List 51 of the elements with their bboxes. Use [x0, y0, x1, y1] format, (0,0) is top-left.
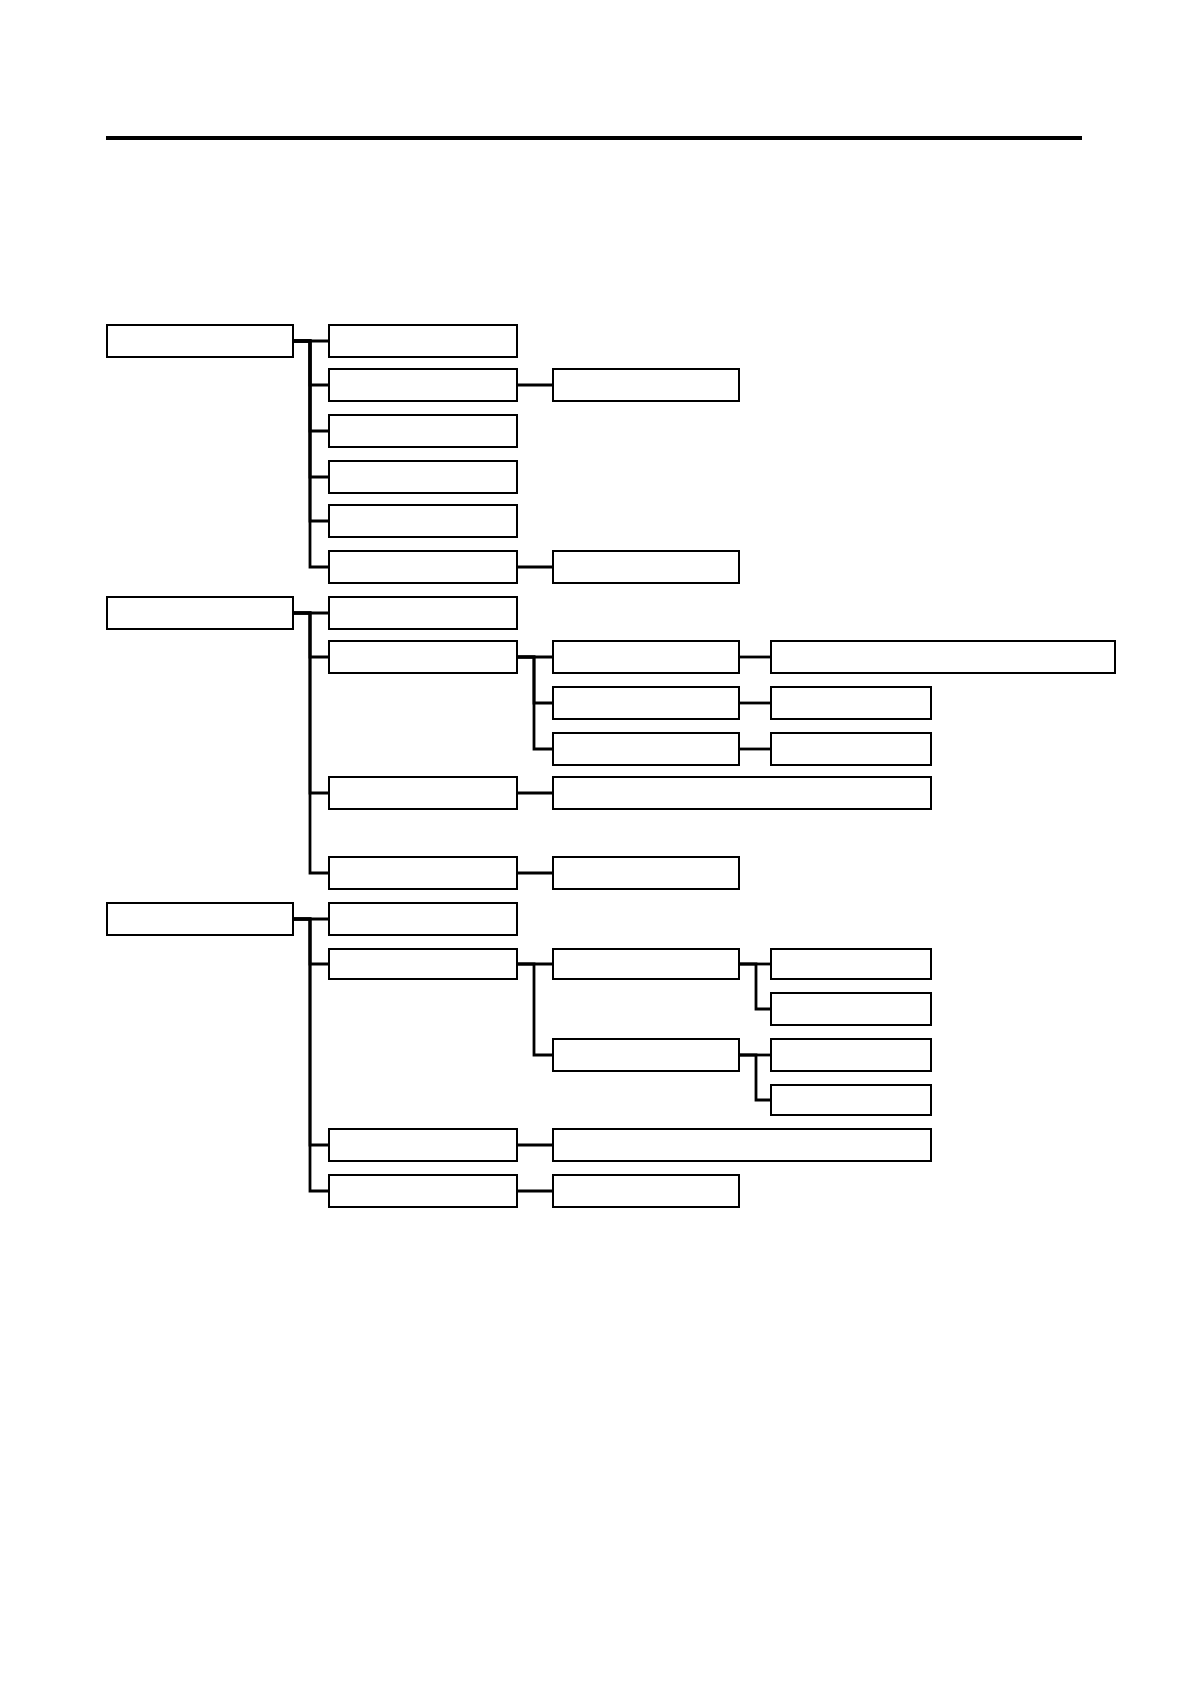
empty-box — [328, 1174, 518, 1208]
empty-box — [106, 902, 294, 936]
empty-box — [328, 948, 518, 980]
connector-line — [518, 655, 552, 751]
connector-line — [518, 791, 552, 795]
empty-box — [770, 1084, 932, 1116]
empty-box — [328, 460, 518, 494]
empty-box — [328, 856, 518, 890]
empty-box — [328, 596, 518, 630]
connector-line — [518, 1189, 552, 1193]
empty-box — [106, 324, 294, 358]
connector-line — [740, 1053, 770, 1102]
empty-box — [328, 1128, 518, 1162]
connector-line — [518, 1143, 552, 1147]
empty-box — [328, 504, 518, 538]
empty-box — [552, 368, 740, 402]
empty-box — [328, 640, 518, 674]
empty-box — [552, 686, 740, 720]
empty-box — [328, 776, 518, 810]
connector-line — [740, 701, 770, 705]
empty-box — [552, 640, 740, 674]
empty-box — [552, 948, 740, 980]
empty-box — [770, 640, 1116, 674]
empty-box — [328, 368, 518, 402]
empty-box — [552, 1128, 932, 1162]
connector-line — [518, 565, 552, 569]
empty-box — [552, 550, 740, 584]
empty-box — [328, 324, 518, 358]
empty-box — [328, 550, 518, 584]
empty-box — [770, 992, 932, 1026]
empty-box — [770, 732, 932, 766]
empty-box — [770, 948, 932, 980]
connector-line — [518, 871, 552, 875]
connector-line — [294, 611, 328, 875]
empty-box — [552, 732, 740, 766]
connector-line — [740, 962, 770, 1011]
connector-line — [518, 383, 552, 387]
connector-line — [294, 917, 328, 1193]
empty-box — [328, 414, 518, 448]
connector-line — [518, 962, 552, 1057]
connector-line — [740, 655, 770, 659]
empty-box — [552, 776, 932, 810]
connector-line — [294, 339, 328, 569]
empty-box — [552, 1174, 740, 1208]
empty-box — [106, 596, 294, 630]
empty-box — [552, 1038, 740, 1072]
empty-box — [770, 686, 932, 720]
empty-box — [328, 902, 518, 936]
connector-line — [740, 747, 770, 751]
empty-box — [552, 856, 740, 890]
empty-box — [770, 1038, 932, 1072]
